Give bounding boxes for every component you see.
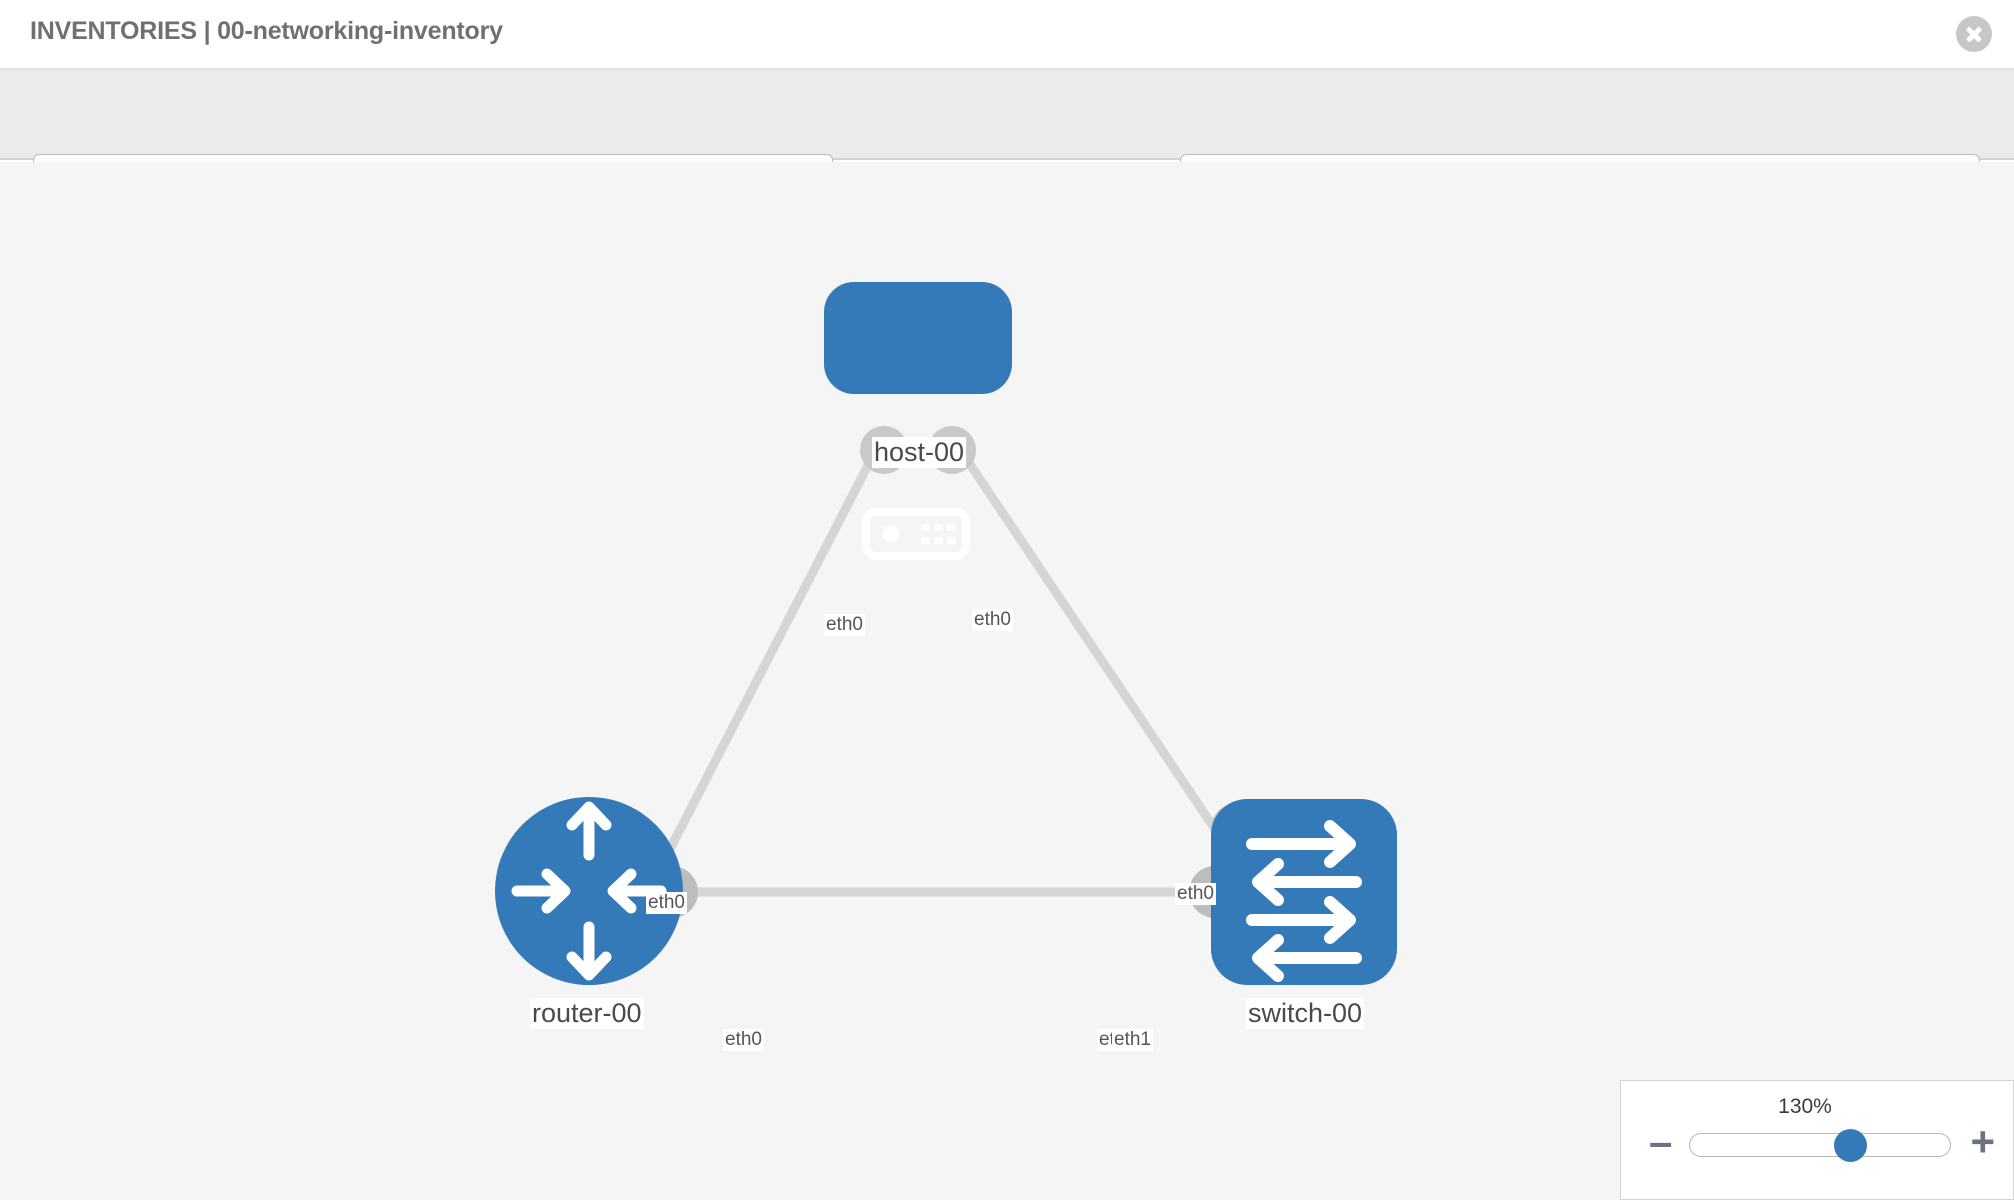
router-arrows-icon xyxy=(511,801,667,981)
interface-label-host-eth0-left: eth0 xyxy=(824,614,865,636)
zoom-level-value: 130% xyxy=(1778,1095,1832,1118)
edge-host00-switch00 xyxy=(951,439,1241,865)
server-icon xyxy=(862,508,970,560)
switch-arrows-icon xyxy=(1246,820,1362,982)
zoom-out-button[interactable]: – xyxy=(1649,1118,1673,1165)
topology-canvas[interactable]: host-00 router-00 switch-00 eth0 eth0 et… xyxy=(0,162,2014,1200)
interface-connectors xyxy=(646,426,1263,918)
interface-label-router-eth0-uplink: eth0 xyxy=(646,892,687,914)
topology-graph xyxy=(495,282,1397,985)
interface-label-host-eth0-right: eth0 xyxy=(972,609,1013,631)
close-icon[interactable] xyxy=(1956,16,1992,52)
toolbar: ACTIONS SEARCH xyxy=(0,70,2014,206)
zoom-slider[interactable] xyxy=(1689,1129,1951,1162)
node-label-host-00: host-00 xyxy=(872,437,967,469)
interface-label-switch-eth0-uplink: eth0 xyxy=(1175,883,1216,905)
node-label-switch-00: switch-00 xyxy=(1246,998,1365,1030)
node-switch-00 xyxy=(1211,799,1397,985)
page-title: INVENTORIES | 00-networking-inventory xyxy=(30,17,503,45)
zoom-control-panel: 130% – + xyxy=(1620,1080,2014,1200)
topology-edges xyxy=(651,439,1241,897)
interface-label-switch-eth1: eth1 xyxy=(1112,1029,1153,1051)
node-router-00 xyxy=(495,797,683,985)
edge-host00-router00 xyxy=(651,439,884,881)
page-header: INVENTORIES | 00-networking-inventory xyxy=(0,0,2014,70)
node-label-router-00: router-00 xyxy=(530,998,644,1030)
zoom-slider-thumb[interactable] xyxy=(1834,1129,1867,1162)
node-host-00 xyxy=(824,282,1012,560)
zoom-in-button[interactable]: + xyxy=(1970,1118,1995,1165)
interface-label-router-eth0: eth0 xyxy=(723,1029,764,1051)
